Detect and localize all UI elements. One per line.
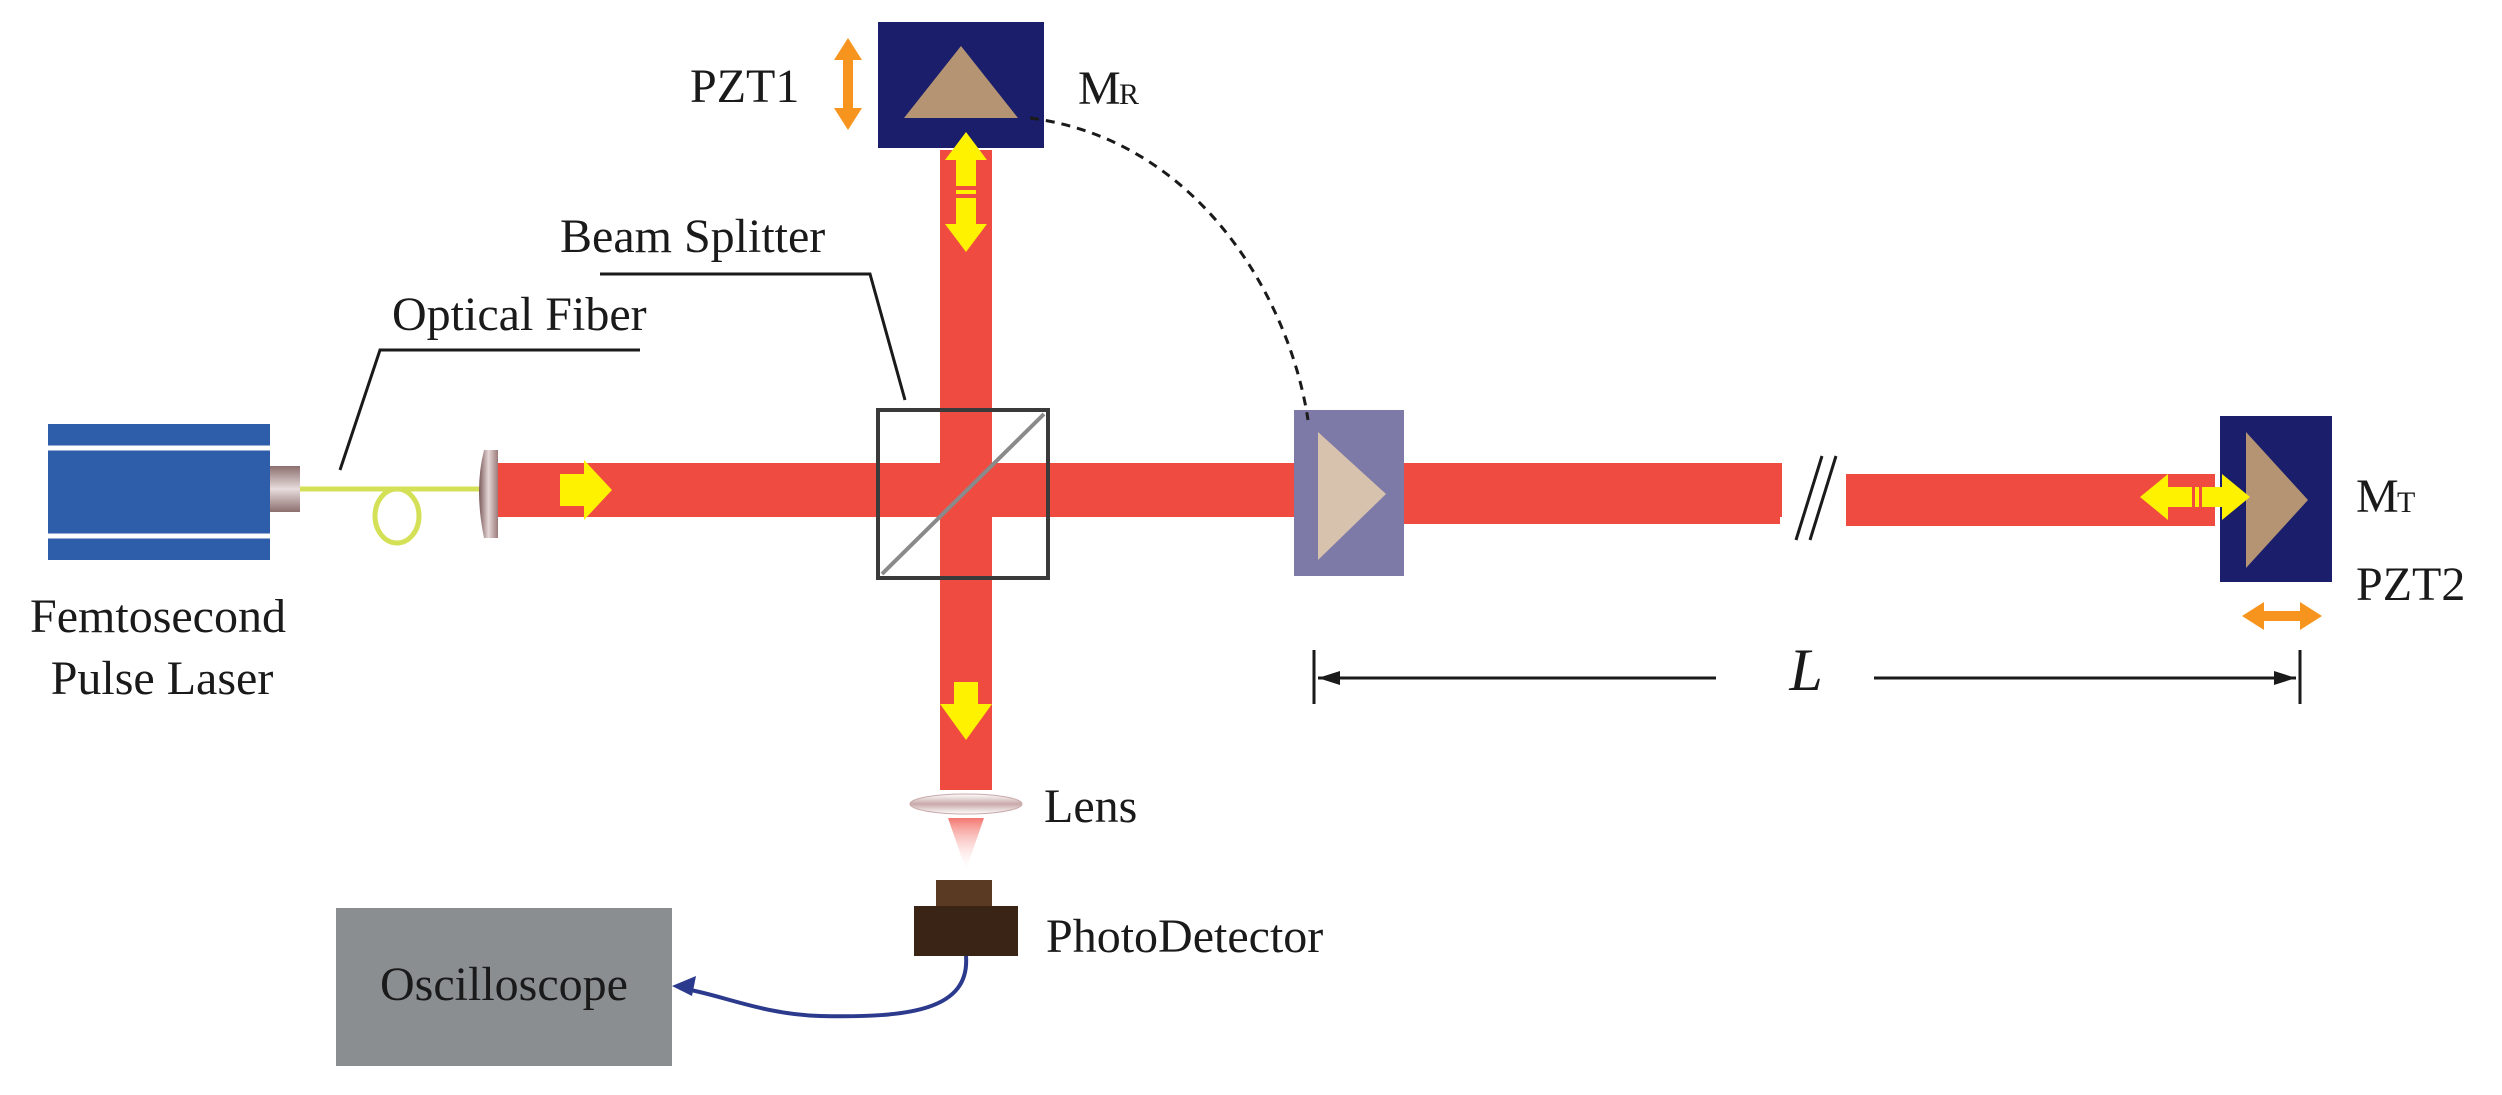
optical-fiber-leader — [338, 348, 640, 471]
mirror-t-prism — [2246, 432, 2308, 568]
mirror-t-label: M — [2356, 470, 2399, 523]
collimator — [479, 450, 498, 538]
pzt1-label: PZT1 — [690, 60, 799, 113]
fiber-loop — [372, 486, 422, 546]
laser-label-line1: Femtosecond — [30, 590, 286, 643]
beam-splitter-label: Beam Splitter — [560, 210, 825, 263]
reference-mirror — [878, 22, 1044, 148]
target-prism — [1294, 410, 1404, 576]
distance-dimension — [1312, 650, 2302, 704]
photodetector — [914, 880, 1018, 956]
beam-direction-arrow-output — [940, 682, 992, 740]
mirror-r-subscript: R — [1119, 78, 1139, 111]
photodetector-label: PhotoDetector — [1046, 910, 1323, 963]
beam-direction-arrow-vertical-top — [945, 132, 987, 252]
pzt2-actuator-arrow — [2242, 602, 2322, 630]
mirror-r-label: M — [1078, 62, 1121, 115]
beam-direction-arrow-horizontal-right — [2140, 474, 2250, 520]
pzt1-actuator-arrow — [834, 38, 862, 130]
beam-direction-arrow-input — [560, 460, 612, 520]
signal-cable-arrowhead — [672, 976, 696, 996]
optical-fiber — [300, 486, 484, 546]
pzt2-label: PZT2 — [2356, 558, 2465, 611]
lens-label: Lens — [1044, 780, 1137, 833]
laser-body — [48, 424, 270, 560]
mirror-t-subscript: T — [2397, 486, 2415, 519]
beam-horizontal-mid — [1402, 472, 1780, 524]
oscilloscope — [336, 908, 672, 1066]
lens — [909, 793, 1023, 815]
signal-cable — [679, 955, 969, 1019]
distance-label: L — [1788, 637, 1822, 703]
oscilloscope-label: Oscilloscope — [380, 958, 628, 1011]
target-prism-body — [1318, 432, 1386, 560]
dashed-rotation-path — [1029, 116, 1310, 421]
beam-splitter-leader — [600, 272, 907, 401]
laser-label-line2: Pulse Laser — [51, 652, 274, 705]
optical-fiber-label: Optical Fiber — [392, 288, 647, 341]
laser-fiber-port — [270, 466, 300, 512]
beam-splitter — [876, 408, 1050, 580]
mirror-r-prism — [904, 46, 1018, 118]
femtosecond-laser — [48, 424, 300, 560]
beam-break-mark — [1782, 450, 1846, 550]
focused-beam-cone — [948, 818, 984, 870]
